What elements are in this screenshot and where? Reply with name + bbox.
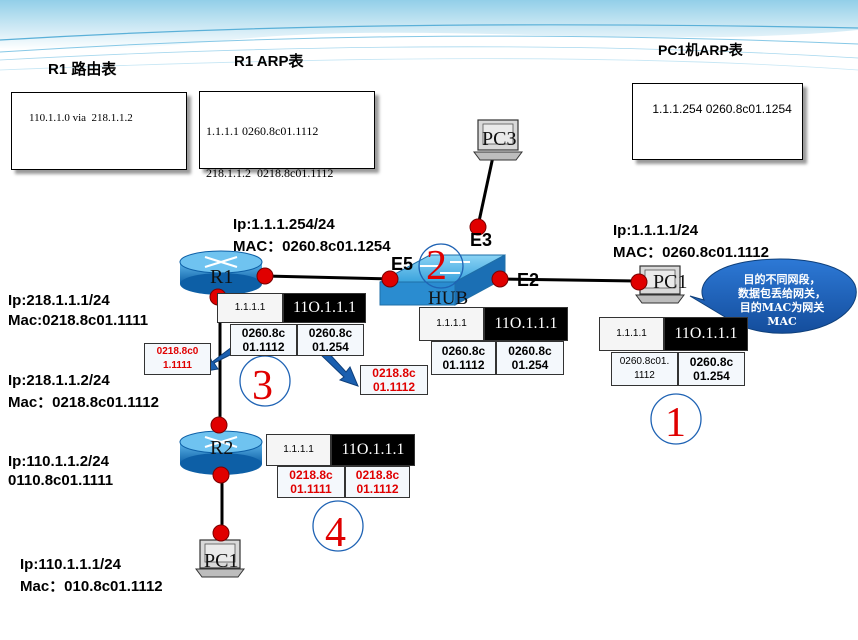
r1-arp-entry-2: 218.1.1.2 0218.8c01.1112: [206, 166, 334, 180]
packet-3-dst-ip: 11O.1.1.1: [283, 293, 366, 323]
r1-s-ip-label: Ip:218.1.1.1/24: [8, 292, 110, 309]
r1-e-ip-label: Ip:1.1.1.254/24: [233, 216, 335, 233]
port-e3-label: E3: [470, 230, 493, 250]
port-dot-pcb: [212, 524, 230, 542]
port-dot-pc1: [630, 273, 648, 291]
packet-4-src-mac: 0218.8c 01.1111: [277, 466, 345, 498]
step-number-1: 1: [665, 400, 686, 446]
packet-3-src-ip: 1.1.1.1: [217, 293, 283, 323]
step-circles: [239, 243, 702, 552]
title-pc1-arp-table: PC1机ARP表: [658, 42, 743, 58]
link-r1-hub: [264, 274, 391, 281]
packet-1-src-ip: 1.1.1.1: [599, 317, 664, 351]
step-circle-3: [239, 355, 291, 407]
packet-1-src-mac: 0260.8c01. 1112: [611, 352, 678, 386]
r1-arp-table: 1.1.1.1 0260.8c01.1112 218.1.1.2 0218.8c…: [199, 91, 375, 180]
packet-2-dst-ip: 11O.1.1.1: [484, 307, 568, 341]
step-number-3: 3: [252, 363, 273, 409]
packet-1-dst-ip: 11O.1.1.1: [664, 317, 748, 351]
packet-2-src-mac: 0260.8c 01.1112: [431, 341, 496, 375]
pc1-label: PC1: [653, 271, 688, 293]
hub-label: HUB: [428, 288, 469, 309]
port-e2-label: E2: [517, 270, 540, 290]
pc1-arp-table: 1.1.1.254 0260.8c01.1254: [632, 83, 803, 160]
pc1-arp-entry: 1.1.1.254 0260.8c01.1254: [652, 102, 792, 116]
r1-route-table: 110.1.1.0 via 218.1.1.2: [11, 92, 187, 170]
title-r1-arp-table: R1 ARP表: [234, 53, 304, 70]
link-hub-pc1: [499, 277, 641, 283]
packet-2-dst-mac: 0260.8c 01.254: [496, 341, 564, 375]
link-hub-pc3: [476, 151, 496, 227]
pc3-label: PC3: [482, 128, 517, 150]
r2-e-ip-label: Ip:110.1.1.2/24: [8, 453, 109, 470]
port-dot-r1-e: [256, 267, 274, 285]
step-circle-2: [418, 243, 464, 289]
packet-3-dst-mac: 0260.8c 01.254: [297, 324, 364, 356]
r1-arp-entry-1: 1.1.1.1 0260.8c01.1112: [206, 124, 319, 138]
r1-e-mac-label: MAC：0260.8c01.1254: [233, 238, 391, 255]
packet-2-src-ip: 1.1.1.1: [419, 307, 484, 341]
packet-3-src-mac: 0260.8c 01.1112: [230, 324, 297, 356]
port-dot-hub-e5: [381, 270, 399, 288]
r2-s-ip-label: Ip:218.1.1.2/24: [8, 372, 110, 389]
replaced-dst-mac: 0218.8c 01.1112: [360, 365, 428, 395]
title-r1-route-table: R1 路由表: [48, 61, 117, 78]
step-number-2: 2: [426, 243, 447, 289]
replaced-src-mac: 0218.8c0 1.1111: [144, 343, 211, 375]
port-dot-r2-s: [210, 416, 228, 434]
router-r2: [179, 430, 263, 475]
r2-e-mac-label: 0110.8c01.1111: [8, 472, 114, 489]
step-circle-4: [312, 500, 364, 552]
packet-4-dst-mac: 0218.8c 01.1112: [345, 466, 410, 498]
step-number-4: 4: [325, 510, 346, 556]
r1-route-entry: 110.1.1.0 via 218.1.1.2: [29, 112, 133, 124]
port-dot-r2-e: [212, 466, 230, 484]
r2-s-mac-label: Mac：0218.8c01.1112: [8, 394, 159, 411]
callout-text: 目的不同网段， 数据包丢给网关， 目的MAC为网关 MAC: [738, 273, 826, 328]
port-dot-hub-e3: [469, 218, 487, 236]
pc1-computer: [635, 265, 685, 304]
port-dot-hub-e2: [491, 270, 509, 288]
r2-label: R2: [210, 437, 234, 459]
port-dots: [209, 218, 648, 542]
pc1-mac-label: MAC：0260.8c01.1112: [613, 244, 769, 261]
packet-4-dst-ip: 11O.1.1.1: [331, 434, 415, 466]
packet-4-src-ip: 1.1.1.1: [266, 434, 331, 466]
pcb-ip-label: Ip:110.1.1.1/24: [20, 556, 121, 573]
pc1-ip-label: Ip:1.1.1.1/24: [613, 222, 699, 239]
packet-1-dst-mac: 0260.8c 01.254: [678, 352, 745, 386]
pcb-mac-label: Mac：010.8c01.1112: [20, 578, 163, 595]
header-decoration: [0, 0, 858, 71]
r1-label: R1: [210, 266, 234, 288]
pc-bottom-computer: [195, 539, 245, 578]
router-r1: [179, 250, 263, 295]
pc-bottom-label: PC1: [204, 550, 239, 572]
port-e5-label: E5: [391, 254, 414, 274]
step-circle-1: [650, 393, 702, 445]
callout-bubble: [689, 258, 857, 334]
pc3-computer: [473, 119, 523, 161]
r1-s-mac-label: Mac:0218.8c01.1111: [8, 312, 149, 329]
